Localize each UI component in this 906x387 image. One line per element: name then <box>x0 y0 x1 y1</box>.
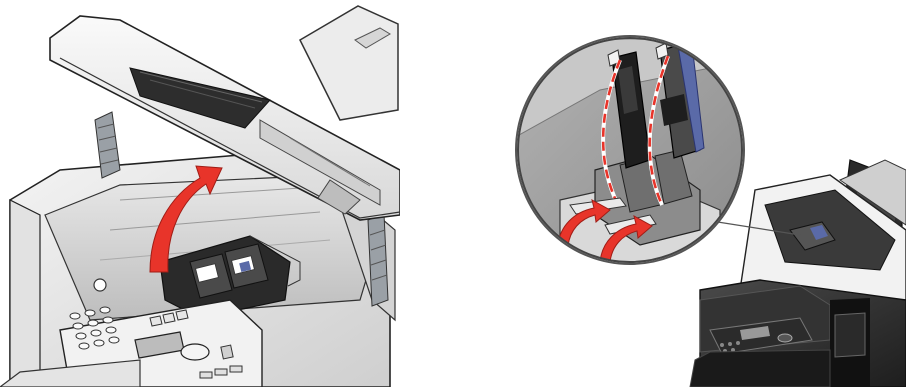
paper-support-tray <box>300 6 398 120</box>
power-button-icon <box>94 279 106 291</box>
right-printer-illustration <box>500 0 906 387</box>
zoom-callout <box>510 30 750 270</box>
printer-callout-drawing <box>500 0 906 387</box>
navigation-pad-icon <box>181 344 209 360</box>
left-printer-illustration <box>0 0 400 387</box>
printer-open-drawing <box>0 0 400 387</box>
